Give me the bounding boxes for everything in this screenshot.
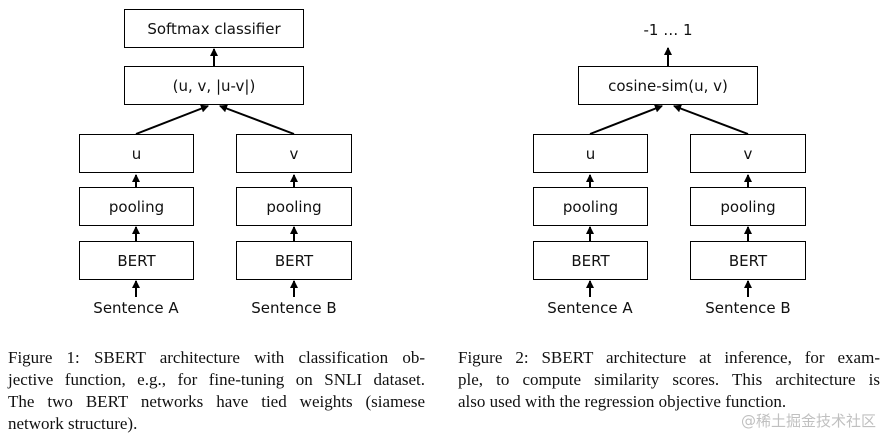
embedding-u-box: u: [533, 134, 648, 173]
softmax-classifier-box: Softmax classifier: [124, 9, 304, 48]
caption-line: jective function, e.g., for fine-tuning …: [8, 370, 425, 389]
arrow: [589, 104, 663, 135]
embedding-v-box: v: [236, 134, 352, 173]
sentence-b-label: Sentence B: [251, 299, 337, 317]
pooling-box: pooling: [690, 187, 806, 226]
arrow: [219, 104, 295, 135]
caption-line: Figure 1: SBERT architecture with classi…: [8, 348, 425, 367]
embedding-u-box: u: [79, 134, 194, 173]
arrow: [135, 104, 209, 135]
bert-box: BERT: [79, 241, 194, 280]
figure1-caption: Figure 1: SBERT architecture with classi…: [8, 347, 425, 435]
caption-line: The two BERT networks have tied weights …: [8, 392, 425, 411]
bert-box: BERT: [690, 241, 806, 280]
pooling-box: pooling: [79, 187, 194, 226]
sentence-b-label: Sentence B: [705, 299, 791, 317]
figure2-caption: Figure 2: SBERT architecture at inferenc…: [458, 347, 880, 413]
arrow: [673, 104, 749, 135]
caption-line: Figure 2: SBERT architecture at inferenc…: [458, 348, 880, 367]
embedding-v-box: v: [690, 134, 806, 173]
sentence-a-label: Sentence A: [93, 299, 179, 317]
watermark: @稀土掘金技术社区: [740, 412, 876, 430]
pooling-box: pooling: [533, 187, 648, 226]
cosine-sim-box: cosine-sim(u, v): [578, 66, 758, 105]
bert-box: BERT: [236, 241, 352, 280]
caption-line: network structure).: [8, 414, 138, 433]
output-range-label: -1 … 1: [643, 21, 693, 39]
caption-line: also used with the regression objective …: [458, 392, 787, 411]
caption-line: ple, to compute similarity scores. This …: [458, 370, 880, 389]
sentence-a-label: Sentence A: [547, 299, 633, 317]
bert-box: BERT: [533, 241, 648, 280]
concat-box: (u, v, |u-v|): [124, 66, 304, 105]
pooling-box: pooling: [236, 187, 352, 226]
